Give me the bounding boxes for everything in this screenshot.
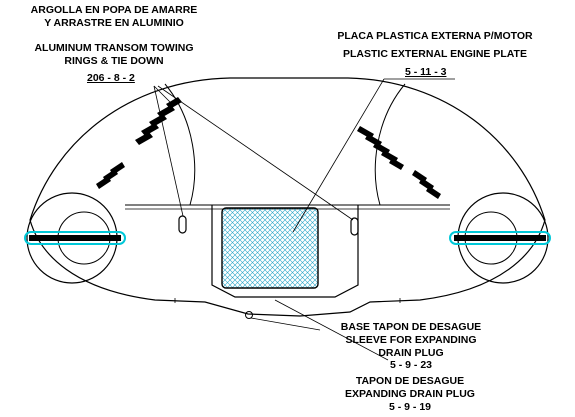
drain-sleeve-label-en-1: SLEEVE FOR EXPANDING [345,334,477,346]
leader-lines [153,78,455,361]
drain-plug-part-code: 5 - 9 - 19 [388,401,432,413]
left-tie-down-ring [178,215,187,234]
engine-plate [221,207,319,289]
drain-plug-label-es: TAPON DE DESAGUE [355,375,465,387]
left-tube-end [24,192,126,284]
towing-label-es-1: ARGOLLA EN POPA DE AMARRE [30,4,198,16]
engine-plate-frame [211,205,359,298]
towing-label-en-2: RINGS & TIE DOWN [64,55,164,67]
towing-label-en-1: ALUMINUM TRANSOM TOWING [34,42,194,54]
hull-outline [29,77,546,317]
engine-plate-part-code: 5 - 11 - 3 [405,66,447,78]
drain-sleeve-label-en-2: DRAIN PLUG [378,347,444,359]
left-grip-strips [96,97,182,189]
engine-plate-label-en: PLASTIC EXTERNAL ENGINE PLATE [343,48,527,60]
drain-sleeve-label-es: BASE TAPON DE DESAGUE [340,321,482,333]
towing-part-code: 206 - 8 - 2 [87,72,135,84]
drain-sleeve-part-code: 5 - 9 - 23 [389,359,433,371]
towing-label-es-2: Y ARRASTRE EN ALUMINIO [44,17,184,29]
drain-plug-label-en: EXPANDING DRAIN PLUG [345,388,475,400]
right-grip-strips [357,126,441,199]
drain-plug-hole [245,311,253,319]
right-tube-end [449,192,551,284]
right-tie-down-ring [350,217,359,236]
engine-plate-label-es: PLACA PLASTICA EXTERNA P/MOTOR [337,30,533,42]
